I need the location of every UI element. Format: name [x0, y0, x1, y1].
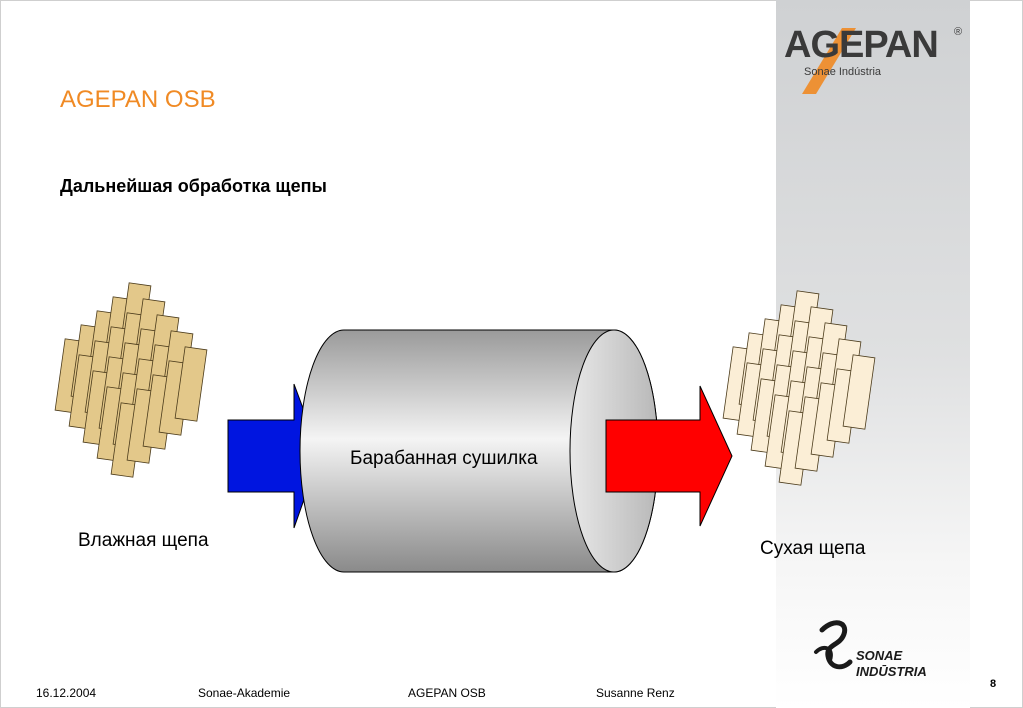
footer-author: Susanne Renz [596, 686, 675, 700]
wet-chip [174, 346, 208, 422]
slide-title: AGEPAN OSB [60, 86, 216, 113]
footer-topic: AGEPAN OSB [408, 686, 486, 700]
logo-brand: AGEPAN [784, 24, 939, 66]
dry-chip [842, 354, 876, 430]
output-arrow [605, 385, 733, 527]
sonae-industria-logo: SONAE INDŪSTRIA [808, 614, 948, 684]
sonae-emblem-icon [814, 620, 853, 670]
input-label: Влажная щепа [78, 530, 209, 551]
agepan-logo: AGEPAN ® Sonae Indústria [782, 22, 972, 96]
logo-slash-icon [802, 28, 856, 94]
footer-org: Sonae-Akademie [198, 686, 291, 700]
dry-chips-pile [722, 290, 876, 486]
footer-date: 16.12.2004 [36, 686, 97, 700]
slide-subtitle: Дальнейшая обработка щепы [60, 176, 327, 196]
drum-label: Барабанная сушилка [350, 448, 538, 469]
output-label: Сухая щепа [760, 538, 866, 559]
logo-registered: ® [954, 26, 963, 38]
logo-tagline: Sonae Indústria [804, 66, 882, 78]
page-number: 8 [990, 678, 997, 690]
sonae-line2: INDŪSTRIA [856, 664, 927, 679]
sonae-line1: SONAE [856, 648, 903, 663]
wet-chips-pile [54, 282, 208, 478]
